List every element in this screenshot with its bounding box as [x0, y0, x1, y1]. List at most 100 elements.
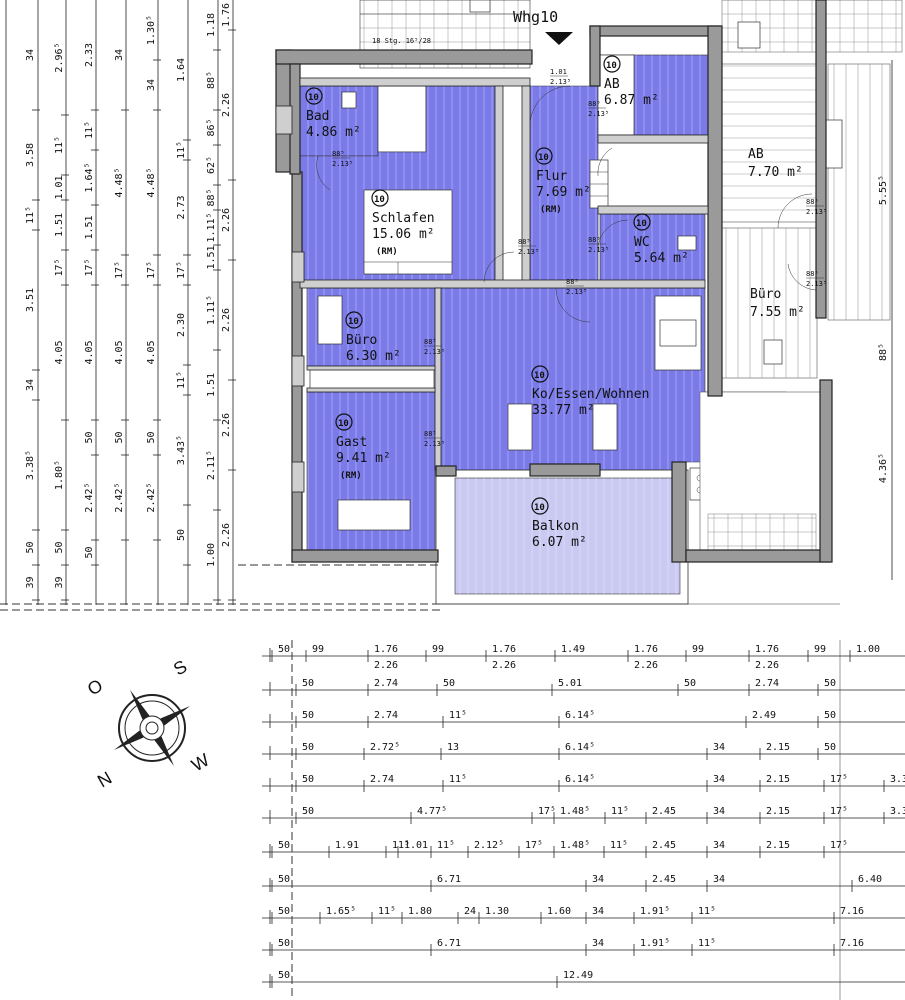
left-dimension-value: 11⁵ — [25, 206, 36, 224]
bottom-dimension-value: 2.15 — [766, 742, 790, 753]
compass-letter-s: S — [170, 656, 190, 679]
door-mark-bottom: 2.13⁵ — [424, 348, 445, 356]
room-note: (RM) — [540, 205, 562, 215]
room-name: Gast — [336, 435, 367, 450]
bottom-dimension-value: 11⁵ — [610, 840, 628, 851]
left-dimension-value: 1.11⁵ — [206, 212, 217, 242]
left-dimension-value: 34 — [146, 79, 157, 91]
room-area: 5.64 m² — [634, 251, 689, 266]
room-name: Bad — [306, 109, 329, 124]
bottom-dimension-value: 2.49 — [752, 710, 776, 721]
bottom-dimension-value: 50 — [302, 742, 314, 753]
bottom-dimension-value: 1.49 — [561, 644, 585, 655]
room-name: Ko/Essen/Wohnen — [532, 387, 649, 402]
door-mark: 1.012.13⁵ — [550, 68, 571, 86]
left-dimension-value: 39 — [54, 576, 65, 588]
left-dimension-value: 3.43⁵ — [176, 435, 187, 465]
room-note: (RM) — [340, 471, 362, 481]
bottom-dimension-value: 17⁵ — [830, 774, 848, 785]
room-name: Büro — [346, 333, 377, 348]
door-mark-top: 88⁵ — [588, 100, 601, 108]
bottom-dimension-value: 50 — [302, 710, 314, 721]
room-name: Schlafen — [372, 211, 435, 226]
left-dimension-value: 11⁵ — [84, 121, 95, 139]
bottom-dimension-value: 50 — [302, 806, 314, 817]
bottom-dimension-value: 99 — [312, 644, 324, 655]
room-name: Flur — [536, 169, 567, 184]
bottom-dimension-value: 2.74 — [755, 678, 779, 689]
left-dimension-value: 34 — [25, 49, 36, 61]
bottom-dimension-value: 11⁵ — [449, 710, 467, 721]
door-marks: 1.012.13⁵ 88⁵ 2.13⁵ 88⁵ 2.13⁵ 88⁵ 2.13⁵ 88⁵ 2.13… — [332, 68, 827, 448]
room-name: AB — [604, 77, 620, 92]
left-dimension-value: 4.05 — [54, 340, 65, 364]
compass-letter-o: O — [84, 675, 106, 699]
left-dimension-value: 4.05 — [84, 340, 95, 364]
bottom-dimension-value: 2.72⁵ — [370, 742, 400, 753]
left-dimension-value: 50 — [84, 431, 95, 443]
left-dimension-value: 2.33 — [84, 43, 95, 67]
door-mark-bottom: 2.13⁵ — [588, 246, 609, 254]
room-note: (RM) — [376, 247, 398, 257]
door-mark-bottom: 2.13⁵ — [588, 110, 609, 118]
bottom-dimension-value: 11⁵ — [392, 840, 410, 851]
left-dimension-value: 2.26 — [221, 308, 232, 332]
door-mark-top: 88⁵ — [332, 150, 345, 158]
bottom-dimension-value: 99 — [692, 644, 704, 655]
bottom-dimension-value: 17⁵ — [830, 806, 848, 817]
left-dimension-value: 50 — [114, 431, 125, 443]
left-dimension-value: 86⁵ — [206, 118, 217, 136]
room-tag: 10 — [636, 219, 647, 229]
bottom-dimension-value: 2.45 — [652, 806, 676, 817]
unit-label: Whg10 — [513, 8, 558, 26]
room-tag: 10 — [348, 317, 359, 327]
left-dimension-value: 2.26 — [221, 208, 232, 232]
neighbor-unit — [699, 0, 903, 553]
bottom-dimension-value: 34 — [713, 774, 725, 785]
left-dimension-value: 1.30⁵ — [146, 15, 157, 45]
right-dimension-value: 4.36⁵ — [878, 453, 889, 483]
door-mark-top: 88⁵ — [424, 430, 437, 438]
door-swings — [316, 85, 817, 323]
left-dimension-value: 1.00 — [206, 543, 217, 567]
room-area: 7.69 m² — [536, 185, 591, 200]
bottom-dimension-value: 2.15 — [766, 806, 790, 817]
door-mark-top: 88⁵ — [566, 278, 579, 286]
left-dimension-value: 1.51 — [206, 245, 217, 269]
room-area: 33.77 m² — [532, 403, 595, 418]
left-dimension-value: 2.96⁵ — [54, 42, 65, 72]
left-dimension-value: 1.01 — [54, 175, 65, 199]
entrance-arrow-icon — [545, 32, 573, 45]
bottom-dimension-value: 6.14⁵ — [565, 710, 595, 721]
bottom-dimension-value: 11⁵ — [449, 774, 467, 785]
left-dimension-value: 1.51 — [84, 215, 95, 239]
neighbor-room-area: 7.55 m² — [750, 305, 805, 320]
bottom-dimension-value: 2.74 — [374, 710, 398, 721]
bottom-dimension-value: 50 — [278, 874, 290, 885]
bottom-dimension-value: 50 — [278, 970, 290, 981]
room-name: Balkon — [532, 519, 579, 534]
bottom-dimension-value: 50 — [278, 644, 290, 655]
bottom-dimension-value: 50 — [443, 678, 455, 689]
bottom-dimension-value: 3.32⁵ — [890, 806, 905, 817]
bottom-dimension-value: 11⁵ — [698, 906, 716, 917]
room-name: WC — [634, 235, 650, 250]
left-dimension-value: 88⁵ — [206, 188, 217, 206]
room-area: 6.30 m² — [346, 349, 401, 364]
door-mark-bottom: 2.13⁵ — [550, 78, 571, 86]
bottom-dimension-value: 3.32⁵ — [890, 774, 905, 785]
bottom-dimension-value: 34 — [713, 840, 725, 851]
bottom-dimension-value: 17⁵ — [538, 806, 556, 817]
bottom-dimension-value: 50 — [824, 742, 836, 753]
door-mark-top: 88⁵ — [806, 198, 819, 206]
door-mark: 88⁵ 2.13⁵ — [588, 100, 609, 118]
bottom-dimension-value: 1.80 — [408, 906, 432, 917]
